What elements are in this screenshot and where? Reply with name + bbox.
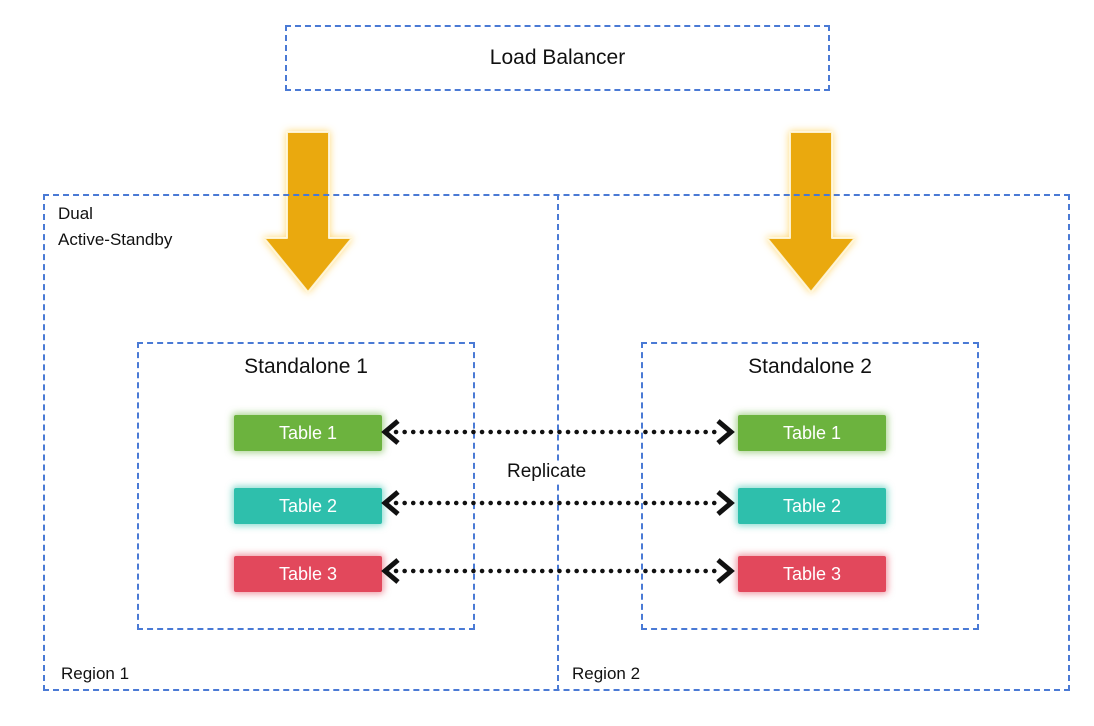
table-chip: Table 1 (234, 415, 382, 451)
cluster-label: Dual Active-Standby (58, 204, 173, 249)
region-1-label: Region 1 (61, 664, 130, 683)
down-arrow-icon (263, 131, 353, 293)
standalone-1-title: Standalone 1 (244, 355, 368, 378)
replication-arrows (381, 419, 735, 584)
standalone-2-box: Standalone 2 Table 1 Table 2 Table 3 (641, 342, 979, 630)
table-chip: Table 2 (234, 488, 382, 524)
region-divider-line (557, 194, 559, 691)
load-balancer-label: Load Balancer (489, 46, 626, 69)
standalone-2-title: Standalone 2 (748, 355, 872, 378)
table-chip: Table 3 (738, 556, 886, 592)
region-2-label: Region 2 (572, 664, 641, 683)
dual-active-standby-box (43, 194, 1070, 691)
replicate-label: Replicate (503, 461, 591, 483)
table-chip: Table 3 (234, 556, 382, 592)
table-chip: Table 2 (738, 488, 886, 524)
standalone-1-box: Standalone 1 Table 1 Table 2 Table 3 (137, 342, 475, 630)
load-balancer-box: Load Balancer (285, 25, 830, 91)
table-chip: Table 1 (738, 415, 886, 451)
down-arrow-icon (766, 131, 856, 293)
